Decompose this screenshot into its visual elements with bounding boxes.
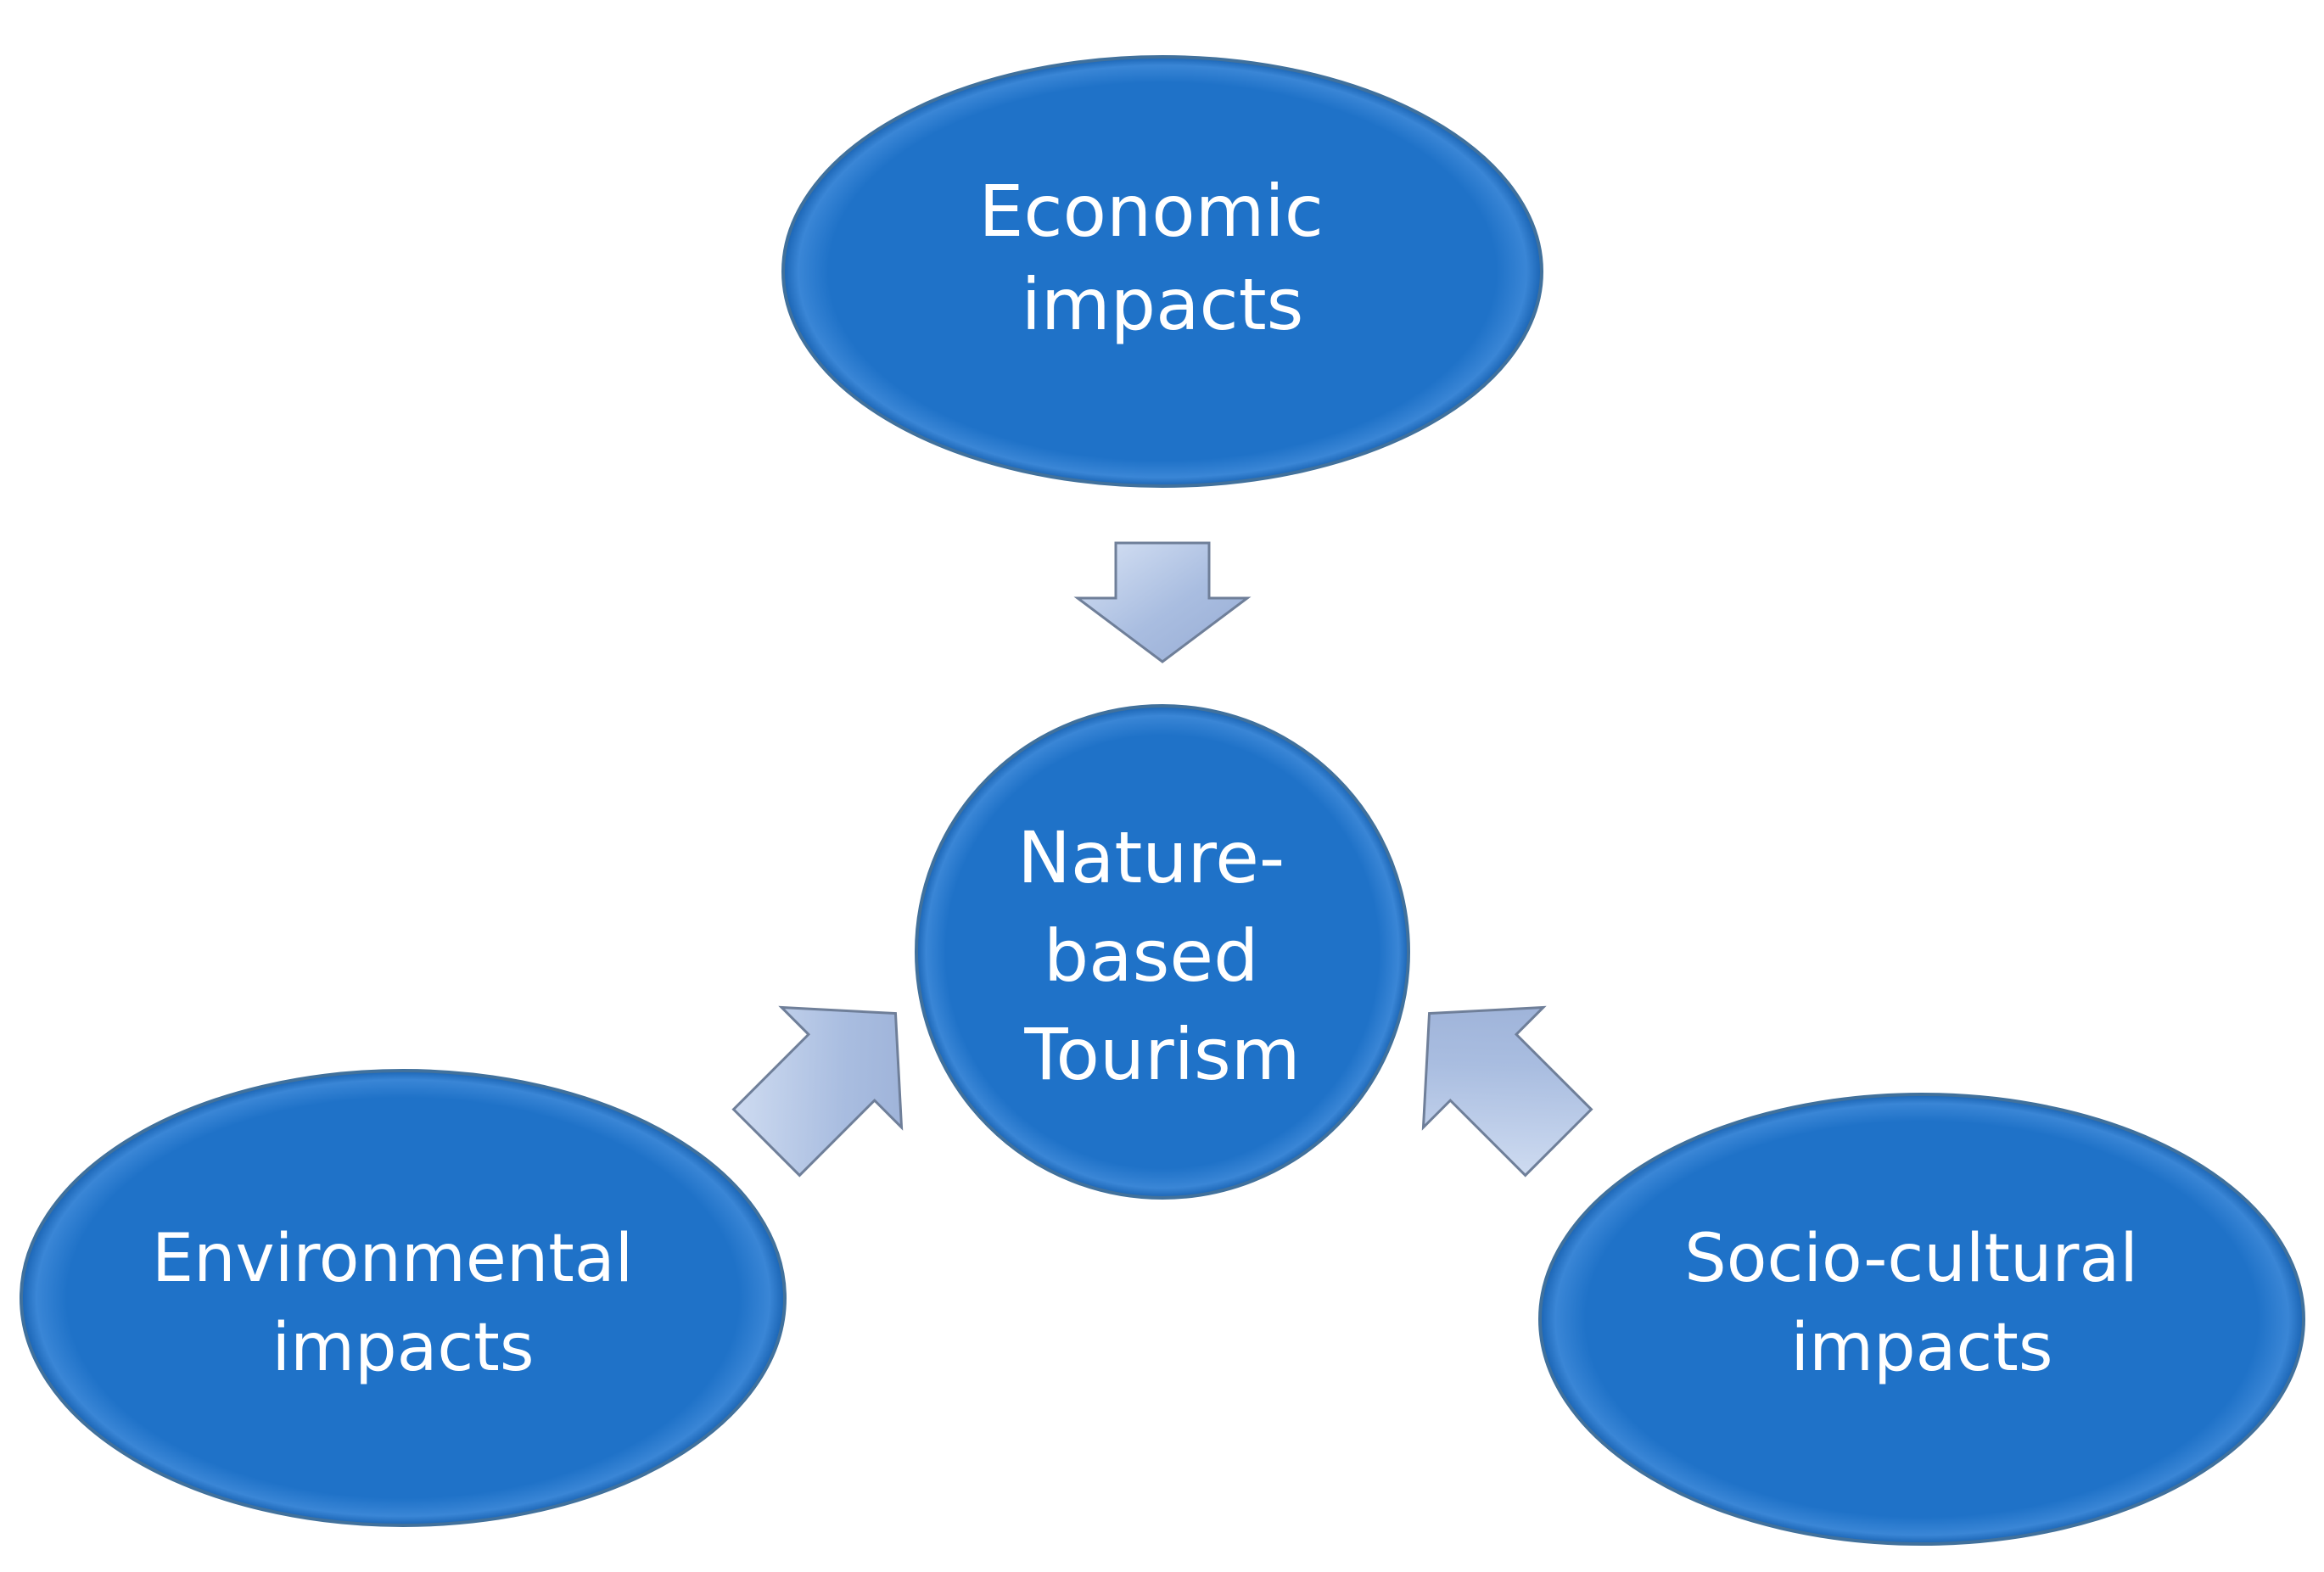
economic-impacts-line1: Economic: [978, 170, 1324, 253]
center-line2: based: [1044, 915, 1259, 998]
arrow-environmental-to-center: [731, 1005, 904, 1178]
nature-based-tourism-node: Nature- based Tourism: [915, 704, 1410, 1200]
nature-based-tourism-label: Nature- based Tourism: [1017, 816, 1308, 1096]
arrow-sociocultural-to-center: [1421, 1005, 1593, 1178]
economic-impacts-label: Economic impacts: [978, 170, 1346, 346]
block-arrow-icon: [1421, 1005, 1593, 1178]
arrow-economic-to-center: [1073, 541, 1252, 663]
economic-impacts-line2: impacts: [1022, 263, 1304, 346]
economic-impacts-node: Economic impacts: [781, 55, 1543, 488]
sociocultural-impacts-ellipse: [1538, 1093, 2305, 1546]
environmental-impacts-label: Environmental impacts: [152, 1221, 654, 1386]
block-arrow-icon: [731, 1005, 904, 1178]
sociocultural-impacts-line1: Socio-cultural: [1684, 1221, 2138, 1297]
sociocultural-impacts-node: Socio-cultural impacts: [1538, 1093, 2305, 1546]
sociocultural-impacts-line2: impacts: [1790, 1310, 2052, 1386]
center-line3: Tourism: [1023, 1013, 1300, 1096]
environmental-impacts-ellipse: [20, 1069, 787, 1527]
center-line1: Nature-: [1017, 816, 1285, 899]
block-arrow-icon: [1073, 541, 1252, 663]
nature-based-tourism-circle: [915, 704, 1410, 1200]
environmental-impacts-line1: Environmental: [152, 1221, 634, 1297]
environmental-impacts-node: Environmental impacts: [20, 1069, 787, 1527]
environmental-impacts-line2: impacts: [272, 1310, 534, 1386]
sociocultural-impacts-label: Socio-cultural impacts: [1684, 1221, 2159, 1386]
economic-impacts-ellipse: [781, 55, 1543, 488]
